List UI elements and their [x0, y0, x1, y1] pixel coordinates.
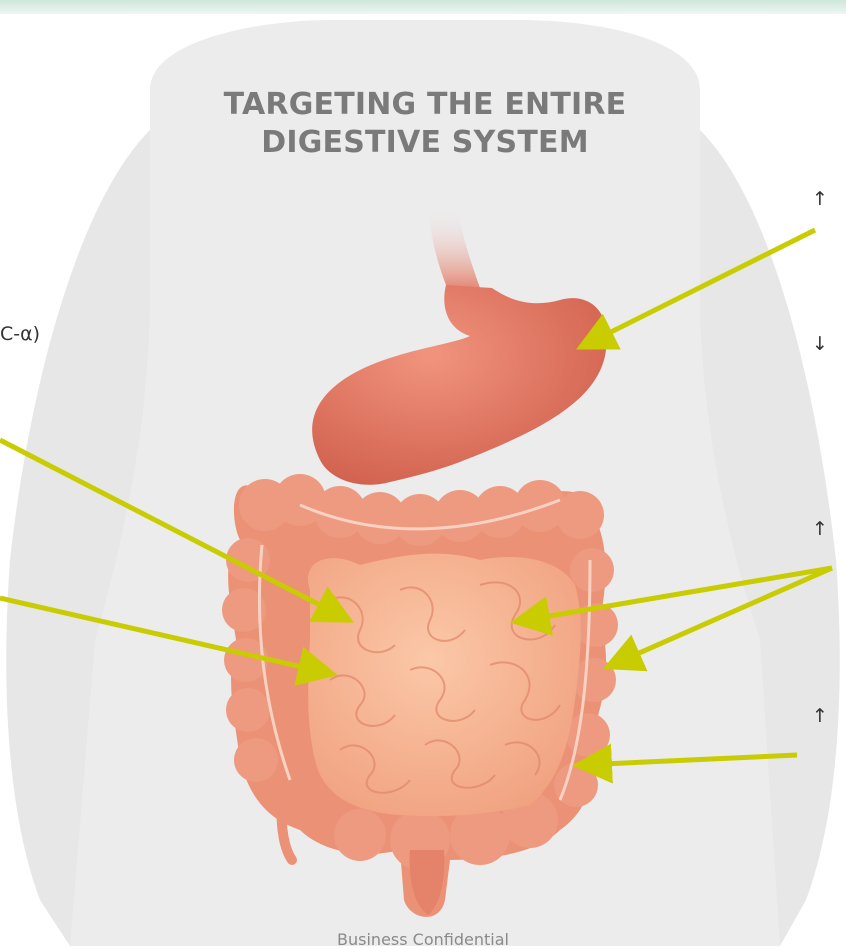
title-line-1: TARGETING THE ENTIRE: [170, 86, 680, 124]
marker-up-3: ↑: [812, 705, 828, 727]
page-title: TARGETING THE ENTIRE DIGESTIVE SYSTEM: [170, 86, 680, 162]
title-line-2: DIGESTIVE SYSTEM: [170, 124, 680, 162]
marker-up-2: ↑: [812, 518, 828, 540]
footer-text: Business Confidential: [0, 930, 846, 949]
left-label: C-α): [0, 323, 40, 345]
marker-down: ↓: [812, 333, 828, 355]
marker-up-1: ↑: [812, 188, 828, 210]
